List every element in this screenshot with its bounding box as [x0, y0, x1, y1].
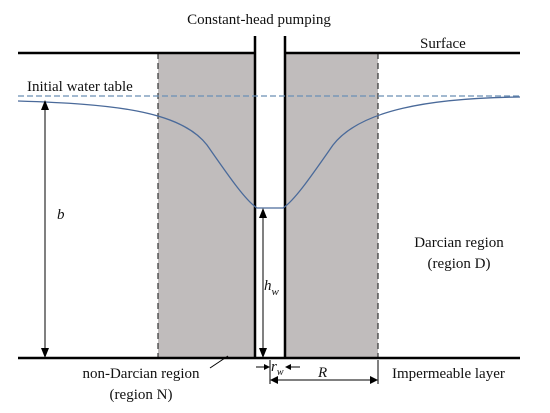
impermeable-layer-label: Impermeable layer	[392, 366, 505, 382]
hw-arrow-head-bottom	[259, 348, 267, 358]
hw-label-main: h	[264, 278, 272, 294]
darcian-label-line1: Darcian region	[414, 235, 504, 251]
region-n-right	[285, 53, 378, 358]
b-label: b	[57, 207, 65, 223]
non-darcian-label-line1: non-Darcian region	[82, 366, 200, 382]
rw-arrow-head-left	[264, 364, 270, 370]
R-arrow-head-right	[370, 376, 378, 384]
rw-label: rw	[271, 359, 284, 378]
drawdown-curve	[17, 96, 521, 209]
hw-label-sub: w	[272, 286, 280, 298]
non-darcian-label-line2: (region N)	[110, 387, 173, 403]
surface-label: Surface	[420, 36, 466, 52]
hw-arrow-head-top	[259, 208, 267, 218]
rw-arrow-head-right	[285, 364, 291, 370]
region-n-leader	[209, 355, 229, 369]
region-n-left	[158, 53, 255, 358]
initial-water-table-label: Initial water table	[27, 79, 133, 95]
rw-label-main: r	[271, 359, 277, 375]
hw-label: hw	[264, 278, 280, 298]
pumping-label: Constant-head pumping	[187, 12, 331, 28]
R-arrow-head-left	[270, 376, 278, 384]
b-arrow-head-top	[41, 100, 49, 110]
rw-label-sub: w	[277, 367, 284, 378]
b-arrow-head-bottom	[41, 348, 49, 358]
R-label: R	[317, 365, 327, 381]
darcian-label-line2: (region D)	[428, 256, 491, 272]
